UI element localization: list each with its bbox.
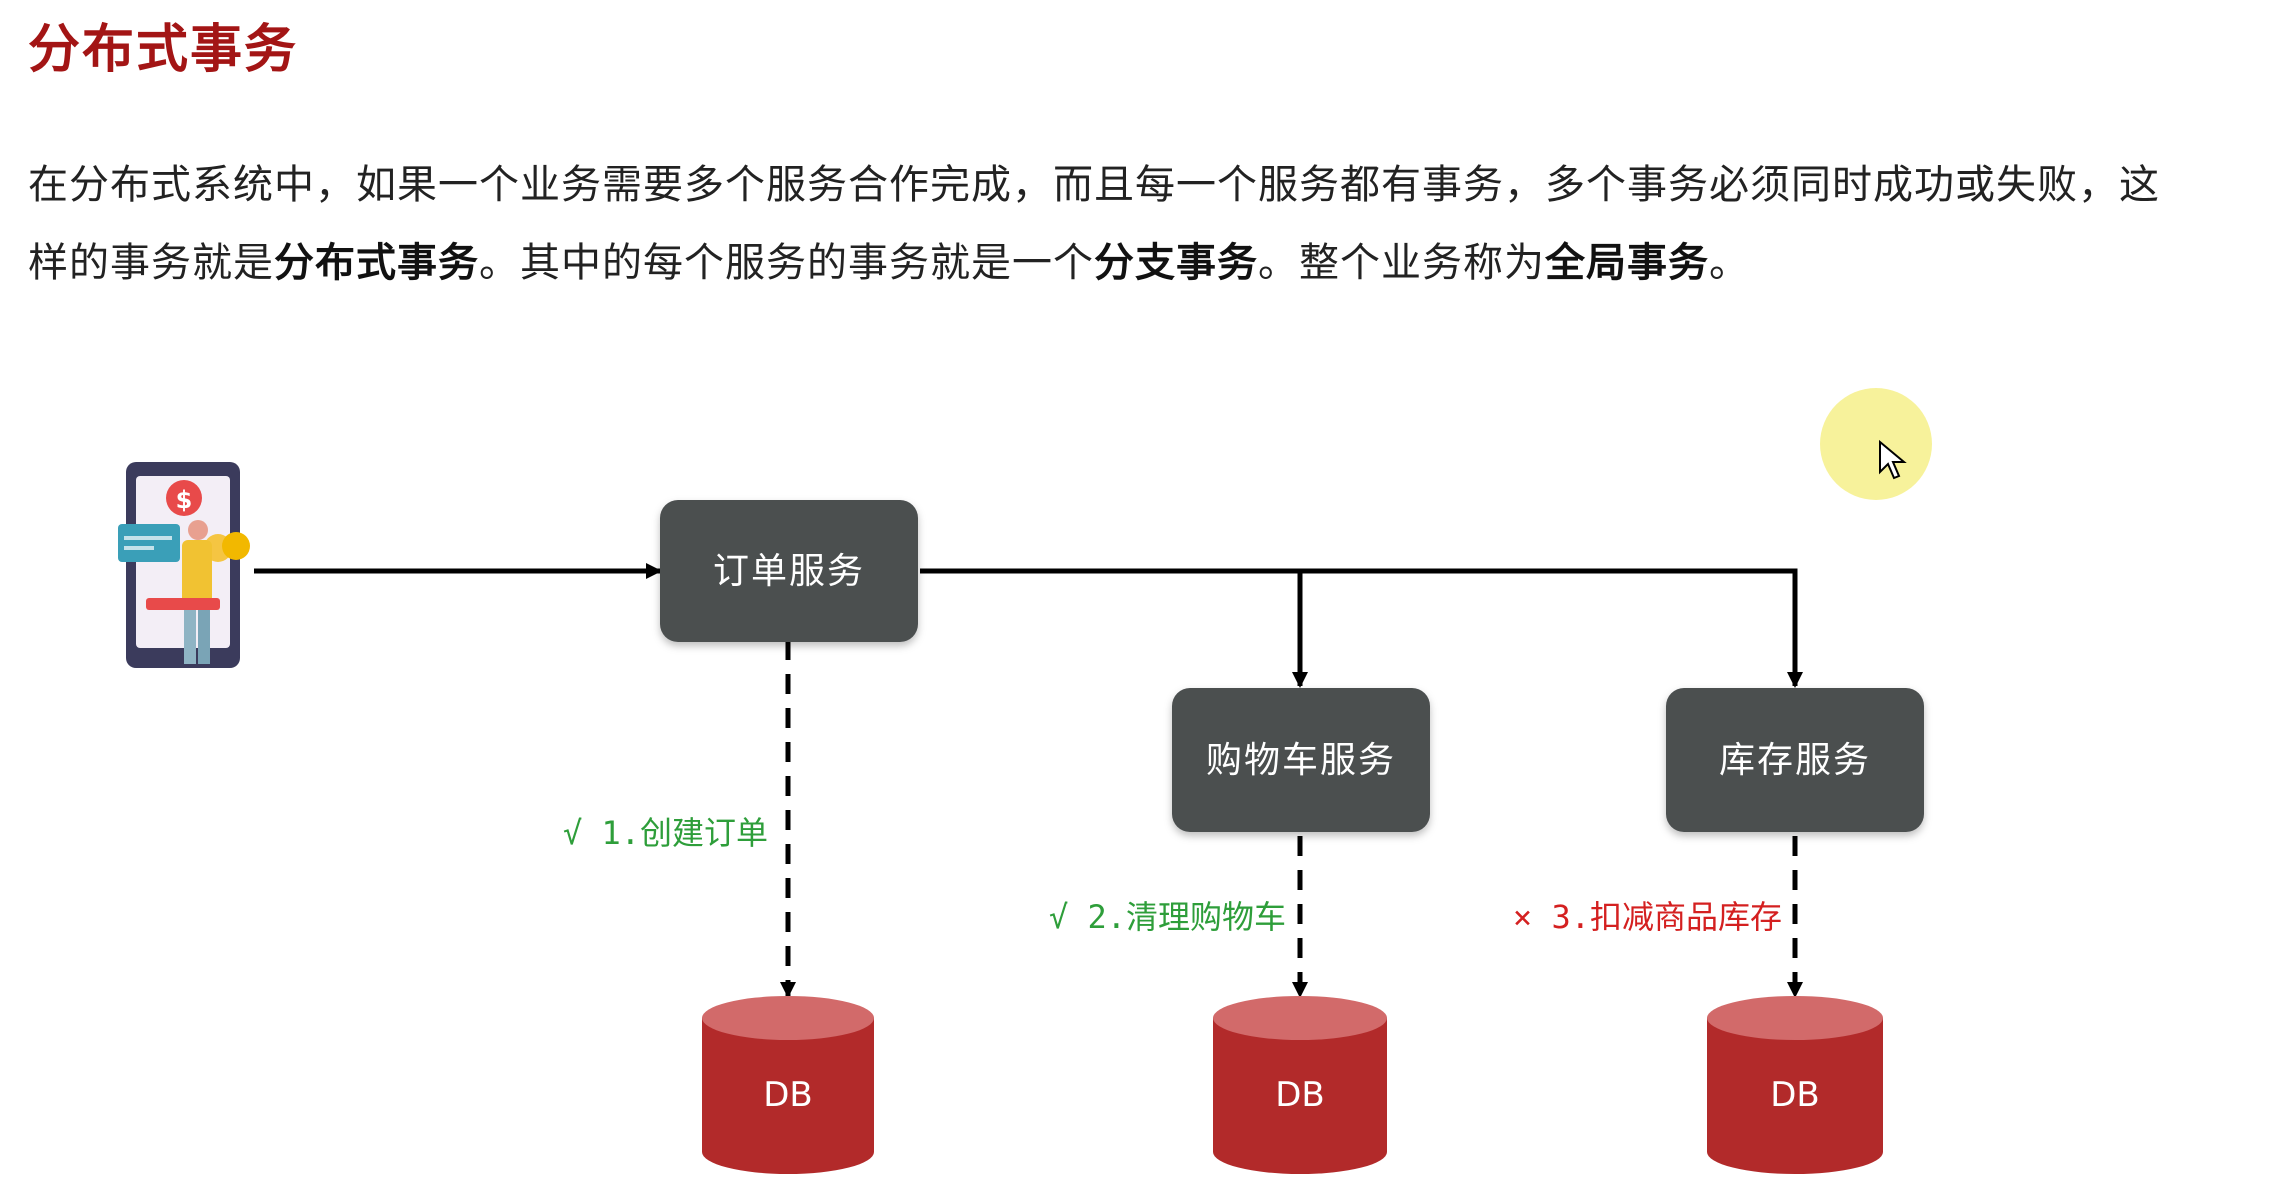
- stock-service-box: 库存服务: [1666, 688, 1924, 832]
- cart-service-box: 购物车服务: [1172, 688, 1430, 832]
- intro-line2-a: 样的事务就是: [28, 240, 274, 286]
- cart-db: DB: [1213, 996, 1387, 1174]
- order-service-box: 订单服务: [660, 500, 918, 642]
- stock-db: DB: [1707, 996, 1883, 1174]
- intro-line1: 在分布式系统中，如果一个业务需要多个服务合作完成，而且每一个服务都有事务，多个事…: [28, 162, 2160, 208]
- intro-paragraph: 在分布式系统中，如果一个业务需要多个服务合作完成，而且每一个服务都有事务，多个事…: [28, 146, 2258, 302]
- order-to-stock-arrow: [1300, 568, 1803, 688]
- cursor-highlight: [1820, 388, 1932, 500]
- order-db: DB: [702, 996, 874, 1174]
- stock-service-label: 库存服务: [1719, 740, 1871, 781]
- term-global-transaction: 全局事务: [1545, 240, 1709, 286]
- intro-line2-b: 。其中的每个服务的事务就是一个: [479, 240, 1094, 286]
- order-to-cart-arrow: [920, 568, 1308, 688]
- svg-text:$: $: [176, 486, 193, 514]
- intro-line2-d: 。: [1709, 240, 1750, 286]
- cart-service-label: 购物车服务: [1206, 740, 1396, 781]
- term-distributed-transaction: 分布式事务: [274, 240, 479, 286]
- step-label-clear-cart: √ 2.清理购物车: [1049, 898, 1286, 936]
- step-label-deduct-stock: × 3.扣减商品库存: [1513, 898, 1782, 936]
- step-label-create-order: √ 1.创建订单: [563, 814, 768, 852]
- page-title: 分布式事务: [28, 20, 299, 80]
- stock-db-label: DB: [1770, 1075, 1820, 1115]
- term-branch-transaction: 分支事务: [1094, 240, 1258, 286]
- mouse-pointer-icon: [1879, 439, 1907, 480]
- mobile-payment-icon: $: [118, 462, 250, 668]
- order-service-label: 订单服务: [713, 551, 865, 592]
- intro-line2-c: 。整个业务称为: [1258, 240, 1545, 286]
- cart-db-label: DB: [1275, 1075, 1325, 1115]
- order-db-label: DB: [763, 1075, 813, 1115]
